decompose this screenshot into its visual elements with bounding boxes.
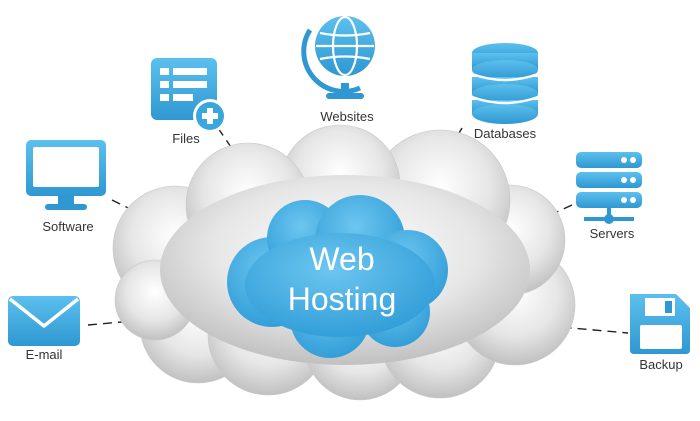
center-title-web: Web [309, 241, 374, 277]
globe-icon [301, 15, 375, 99]
monitor-icon [26, 140, 106, 210]
file-list-add-icon [151, 58, 227, 133]
databases-label: Databases [474, 126, 537, 141]
center-title-hosting: Hosting [288, 281, 397, 317]
node-software[interactable]: Software [26, 140, 106, 234]
node-websites[interactable]: Websites [301, 15, 375, 124]
backup-label: Backup [639, 357, 682, 372]
software-label: Software [42, 219, 93, 234]
node-databases[interactable]: Databases [471, 43, 539, 141]
server-icon [576, 152, 642, 224]
node-files[interactable]: Files [151, 58, 227, 146]
database-icon [471, 43, 539, 124]
node-email[interactable]: E-mail [8, 296, 80, 362]
floppy-disk-icon [630, 294, 690, 354]
envelope-icon [8, 296, 80, 346]
connector-backup [457, 317, 629, 334]
node-servers[interactable]: Servers [576, 152, 642, 241]
email-label: E-mail [26, 347, 63, 362]
websites-label: Websites [320, 109, 374, 124]
node-backup[interactable]: Backup [630, 294, 690, 372]
servers-label: Servers [590, 226, 635, 241]
center-cloud: Web Hosting [227, 195, 448, 358]
files-label: Files [172, 131, 200, 146]
